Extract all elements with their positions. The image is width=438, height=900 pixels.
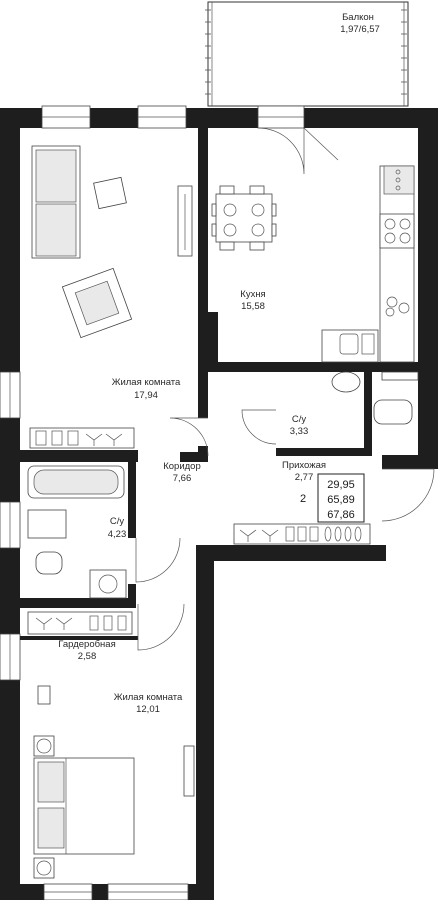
rooms-count: 2 [300,493,306,505]
balcony-name: Балкон [342,12,374,23]
hall-fixtures [233,523,371,545]
bath1-fixtures [331,371,419,425]
living1-area: 17,94 [134,390,158,401]
wardrobe-area: 2,58 [78,651,97,662]
kitchen-furniture [211,165,415,363]
bath2-name: С/у [110,516,125,527]
room-labels: Балкон 1,97/6,57 Кухня 15,58 Жилая комна… [58,12,380,715]
summary-box [317,473,365,523]
living2-area: 12,01 [136,704,160,715]
windows [0,105,305,900]
bath2-fixtures [27,465,127,599]
bath1-area: 3,33 [290,426,309,437]
living1-name: Жилая комната [112,377,181,388]
balcony-area: 1,97/6,57 [340,24,380,35]
living2-furniture [33,735,195,879]
area-summary: 2 29,95 65,89 67,86 [300,473,365,523]
bath2-area: 4,23 [108,529,127,540]
hall-area: 2,77 [295,472,314,483]
kitchen-name: Кухня [240,289,265,300]
total-area: 65,89 [327,494,355,506]
wardrobe-fixtures [27,611,133,705]
corridor-name: Коридор [163,461,201,472]
corridor-area: 7,66 [173,473,192,484]
inner-walls [20,128,418,640]
kitchen-area: 15,58 [241,301,265,312]
hall-name: Прихожая [282,460,326,471]
total-with-balcony: 67,86 [327,509,355,521]
wardrobe-name: Гардеробная [58,639,115,650]
living-area: 29,95 [327,479,355,491]
doors [135,127,435,651]
living2-name: Жилая комната [114,692,183,703]
bath1-name: С/у [292,414,307,425]
living1-furniture [29,145,193,449]
balcony [205,1,409,107]
